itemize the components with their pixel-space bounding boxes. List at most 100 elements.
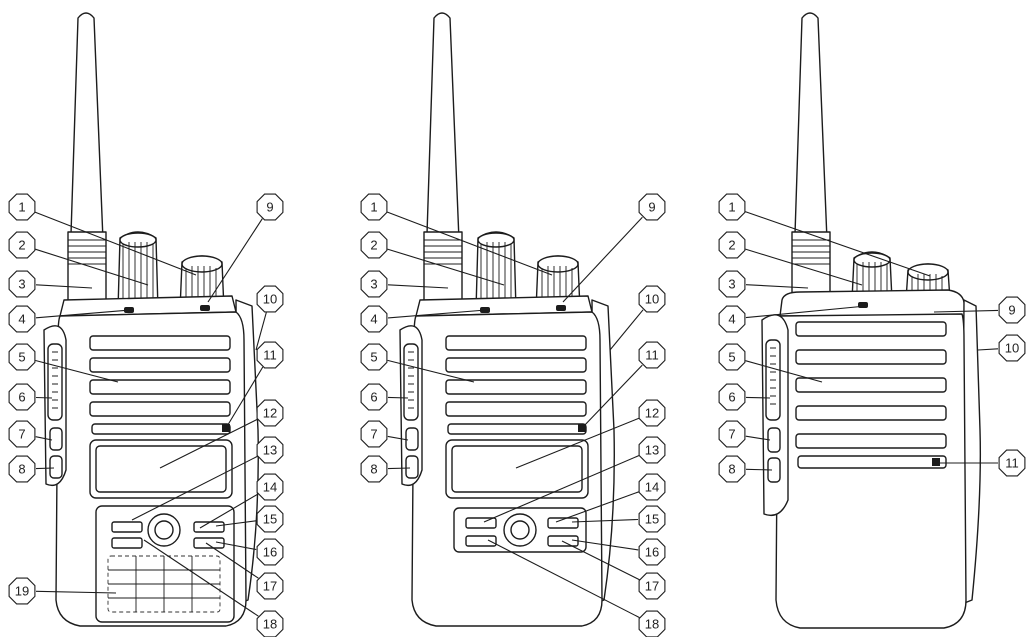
callout-badge	[638, 538, 666, 566]
callout-badge	[638, 572, 666, 600]
leader-line-radio-c-6	[745, 396, 771, 399]
callout-badge	[256, 436, 284, 464]
callout-radio-a-15: 15	[256, 505, 284, 533]
callout-badge	[8, 383, 36, 411]
leader-line-radio-b-11	[581, 364, 643, 429]
callout-radio-b-1: 1	[360, 193, 388, 221]
callout-badge	[998, 334, 1026, 362]
callout-badge	[998, 296, 1026, 324]
callout-badge	[718, 420, 746, 448]
leader-line-radio-a-15	[215, 520, 257, 527]
callout-badge	[998, 449, 1026, 477]
callout-radio-a-8: 8	[8, 455, 36, 483]
radio-b-drawing	[399, 12, 615, 627]
leader-line-radio-c-9	[933, 309, 999, 313]
leader-line-radio-c-5	[745, 360, 823, 383]
leader-line-radio-a-19	[35, 590, 117, 594]
callout-leader-lines	[34, 211, 999, 619]
callout-radio-b-15: 15	[638, 505, 666, 533]
callout-number: 13	[645, 443, 659, 458]
callout-radio-a-4: 4	[8, 305, 36, 333]
leader-line-radio-b-3	[387, 284, 449, 289]
callout-number: 14	[645, 480, 659, 495]
callout-number: 1	[728, 200, 735, 215]
callout-radio-b-9: 9	[638, 193, 666, 221]
callout-radio-c-4: 4	[718, 305, 746, 333]
callout-badge	[360, 343, 388, 371]
leader-line-radio-a-16	[215, 541, 257, 551]
leader-line-radio-a-2	[35, 248, 149, 286]
callout-number: 18	[263, 617, 277, 632]
leader-line-radio-b-4	[387, 309, 487, 319]
callout-number: 16	[645, 545, 659, 560]
leader-line-radio-a-13	[131, 455, 258, 521]
callout-badge	[8, 270, 36, 298]
leader-line-radio-a-8	[35, 467, 55, 470]
callout-radio-a-2: 2	[8, 231, 36, 259]
leader-line-radio-a-12	[159, 418, 258, 469]
callout-radio-a-17: 17	[256, 572, 284, 600]
callout-radio-c-8: 8	[718, 455, 746, 483]
callout-badge	[8, 231, 36, 259]
leader-line-radio-a-1	[34, 211, 197, 276]
callout-radio-b-17: 17	[638, 572, 666, 600]
callout-badge	[718, 383, 746, 411]
callout-number: 6	[18, 390, 25, 405]
callout-radio-c-1: 1	[718, 193, 746, 221]
callout-radio-b-11: 11	[638, 341, 666, 369]
callout-radio-b-8: 8	[360, 455, 388, 483]
leader-line-radio-b-7	[387, 435, 409, 441]
callout-radio-a-13: 13	[256, 436, 284, 464]
callout-radio-b-13: 13	[638, 436, 666, 464]
speaker-slot-1	[89, 335, 231, 351]
callout-number: 2	[370, 238, 377, 253]
callout-badge	[8, 420, 36, 448]
callout-badge	[256, 473, 284, 501]
leader-line-radio-b-15	[571, 518, 639, 523]
callout-badge	[8, 455, 36, 483]
callout-badge	[718, 270, 746, 298]
callout-radio-a-5: 5	[8, 343, 36, 371]
callout-badge	[718, 193, 746, 221]
callout-radio-a-14: 14	[256, 473, 284, 501]
callout-number: 11	[645, 348, 659, 363]
callout-number: 2	[728, 238, 735, 253]
callout-radio-a-6: 6	[8, 383, 36, 411]
speaker-slot-4	[89, 401, 231, 417]
callout-badge	[638, 399, 666, 427]
leader-line-radio-a-18	[143, 539, 259, 617]
callout-number: 5	[728, 350, 735, 365]
callout-number: 8	[728, 462, 735, 477]
callout-radio-a-18: 18	[256, 610, 284, 638]
speaker-slot-3	[89, 379, 231, 395]
callout-number: 19	[15, 584, 29, 599]
callout-radio-a-10: 10	[256, 285, 284, 313]
callout-badge	[638, 193, 666, 221]
callout-radio-c-10: 10	[998, 334, 1026, 362]
callout-number: 17	[263, 579, 277, 594]
callout-labels: 1234567891011121314151617181912345678910…	[8, 193, 1026, 638]
callout-number: 9	[1008, 303, 1015, 318]
callout-badge	[718, 343, 746, 371]
leader-line-radio-c-7	[745, 435, 771, 441]
callout-badge	[638, 285, 666, 313]
callout-badge	[360, 193, 388, 221]
callout-radio-a-16: 16	[256, 538, 284, 566]
callout-badge	[256, 505, 284, 533]
leader-line-radio-b-5	[387, 359, 475, 383]
callout-badge	[256, 572, 284, 600]
callout-number: 1	[370, 200, 377, 215]
callout-number: 9	[266, 200, 273, 215]
leader-line-radio-c-4	[745, 305, 867, 319]
callout-number: 10	[1005, 341, 1019, 356]
radio-c-drawing	[761, 12, 982, 629]
leader-line-radio-a-11	[225, 366, 264, 429]
callout-radio-b-6: 6	[360, 383, 388, 411]
leader-line-radio-b-2	[387, 248, 505, 286]
callout-number: 11	[1005, 456, 1019, 471]
callout-badge	[360, 270, 388, 298]
callout-radio-b-16: 16	[638, 538, 666, 566]
callout-badge	[360, 231, 388, 259]
callout-radio-c-9: 9	[998, 296, 1026, 324]
